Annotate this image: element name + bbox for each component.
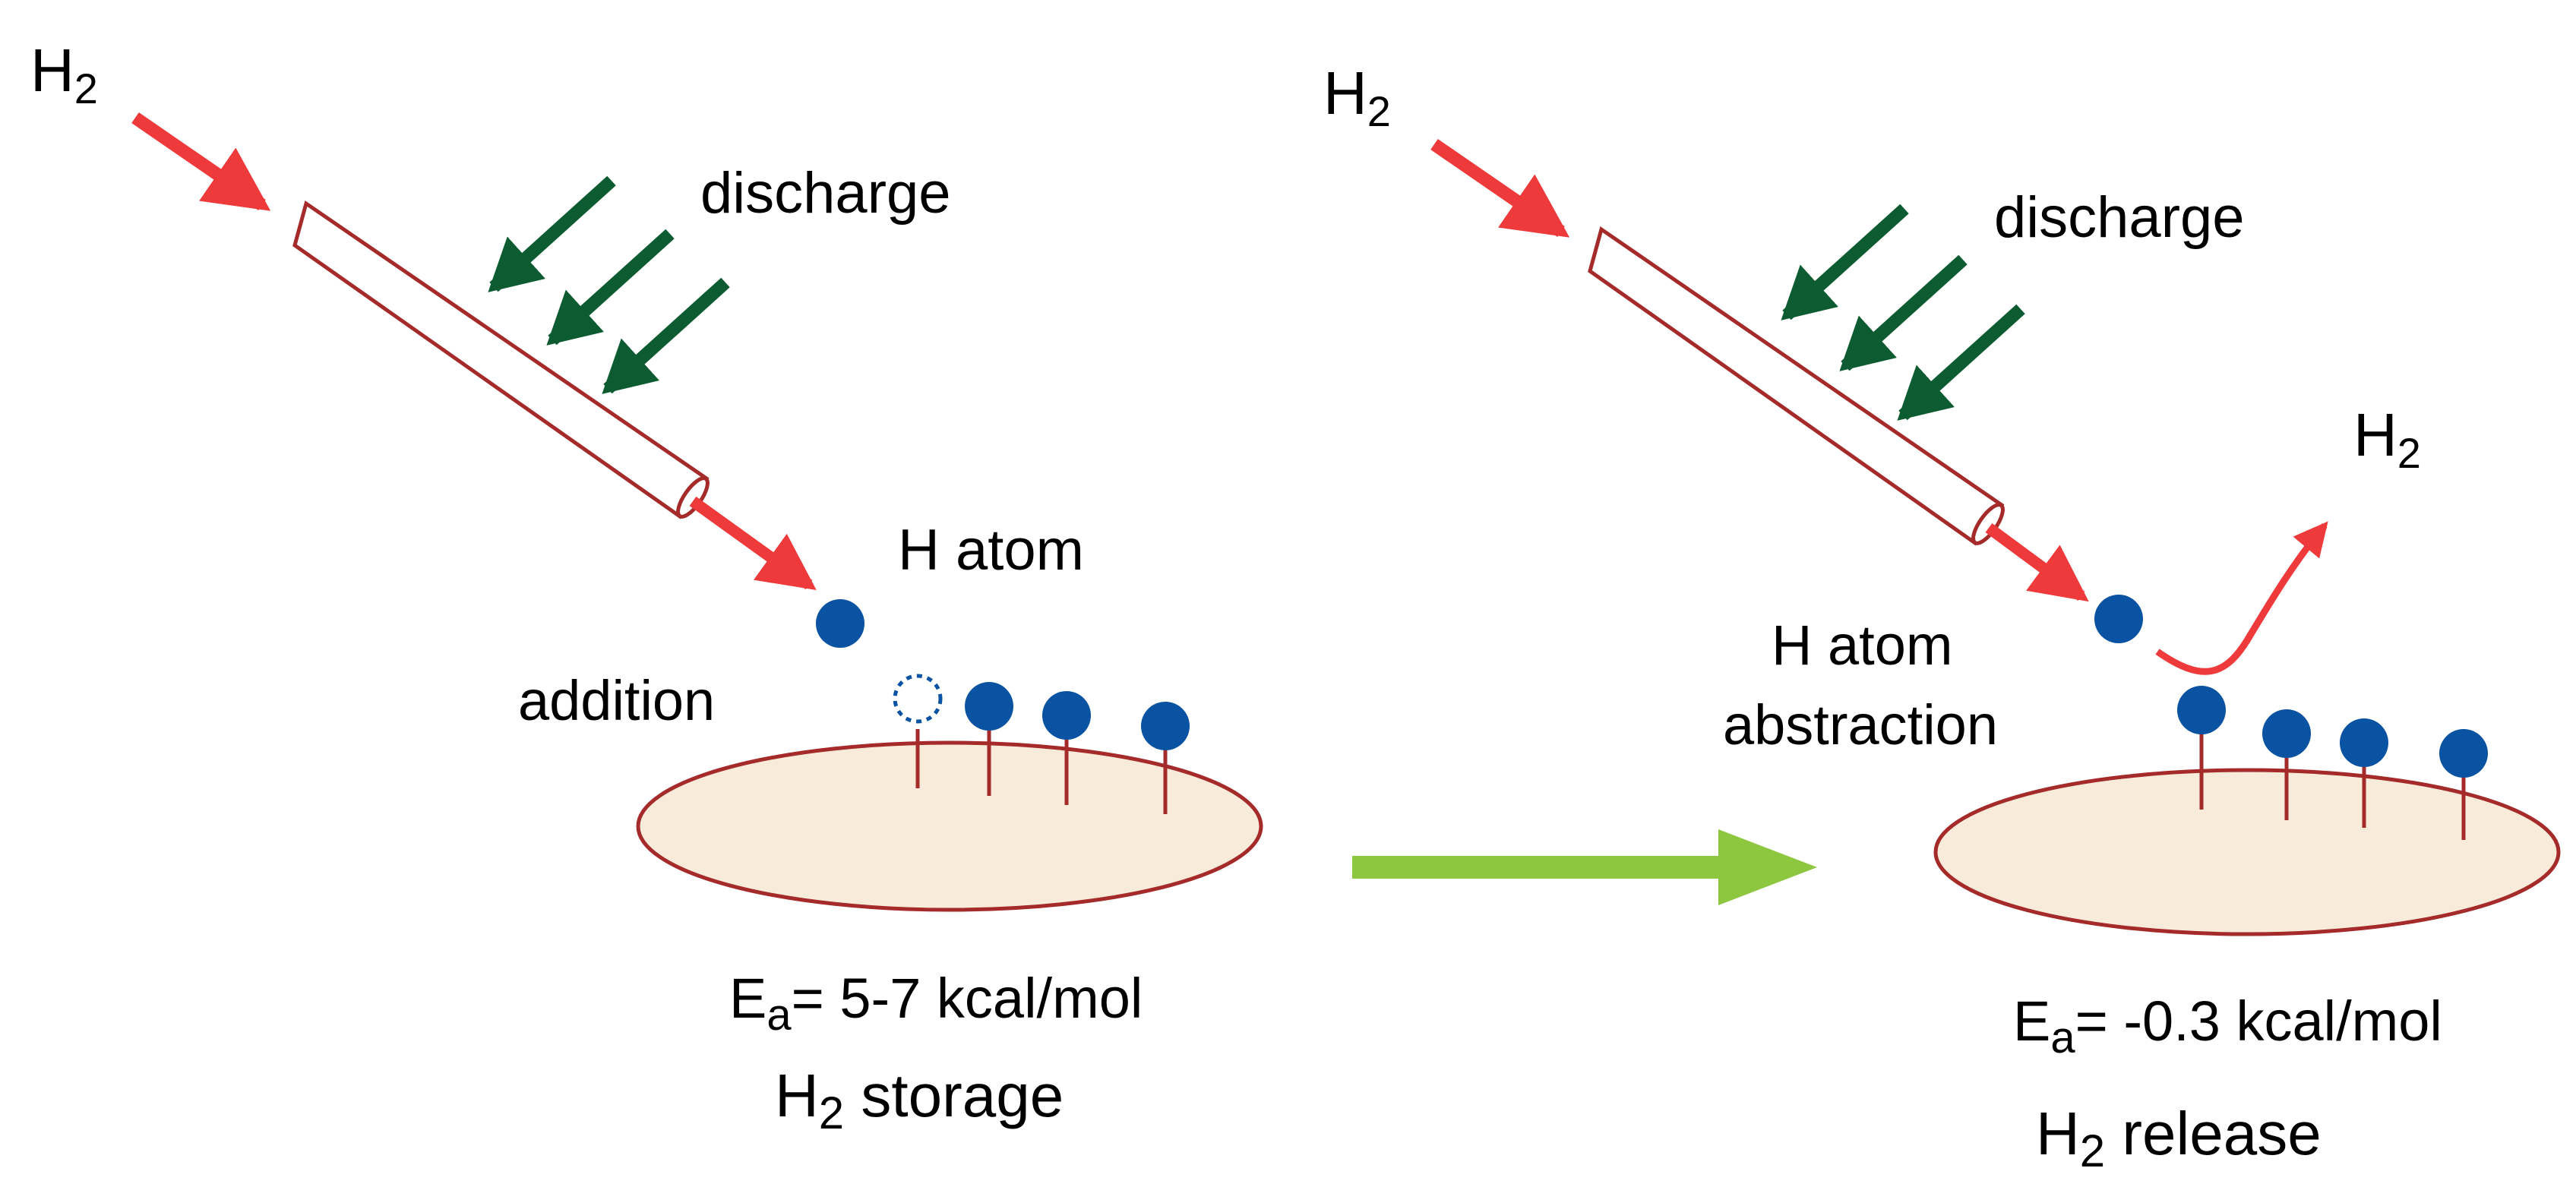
- right-h2-release-label: H2: [2353, 401, 2421, 477]
- right-panel: H2 discharge H2 H atom abstraction: [1323, 59, 2561, 1176]
- process-arrowhead: [1718, 829, 1817, 905]
- left-h2-feed-label: H2: [30, 36, 98, 112]
- left-vacant-site: [893, 674, 943, 724]
- left-surface: [636, 740, 1263, 912]
- left-h-atom-label: H atom: [898, 518, 1084, 582]
- left-discharge-label: discharge: [700, 161, 951, 226]
- right-surface: [1933, 768, 2561, 936]
- left-h-atom-arrow: [689, 496, 817, 591]
- left-panel: H2 discharge H atom addition: [30, 36, 1263, 1138]
- left-activation-energy: Ea= 5-7 kcal/mol: [729, 967, 1143, 1040]
- right-h-atom-arrow: [1985, 522, 2089, 602]
- right-h2-feed-arrow: [1430, 138, 1570, 238]
- left-caption: H2 storage: [775, 1062, 1064, 1138]
- left-discharge-tube: [292, 200, 710, 519]
- right-h-atom-label: H atom: [1772, 614, 1953, 677]
- right-discharge-arrows: [1781, 204, 2025, 421]
- left-h2-feed-arrow: [131, 112, 271, 211]
- right-caption: H2 release: [2036, 1100, 2322, 1176]
- right-h2-release-path: [2155, 521, 2328, 675]
- right-discharge-label: discharge: [1994, 185, 2245, 250]
- left-addition-label: addition: [518, 669, 715, 732]
- right-abstraction-label: abstraction: [1723, 693, 1998, 756]
- left-h-atom: [816, 599, 864, 648]
- left-bonded-atoms: [893, 674, 1190, 814]
- right-bonded-atoms: [2177, 686, 2488, 840]
- left-discharge-arrows: [488, 175, 730, 394]
- right-activation-energy: Ea= -0.3 kcal/mol: [2013, 990, 2442, 1062]
- right-h2-feed-label: H2: [1323, 59, 1391, 135]
- right-h-atom: [2094, 595, 2143, 643]
